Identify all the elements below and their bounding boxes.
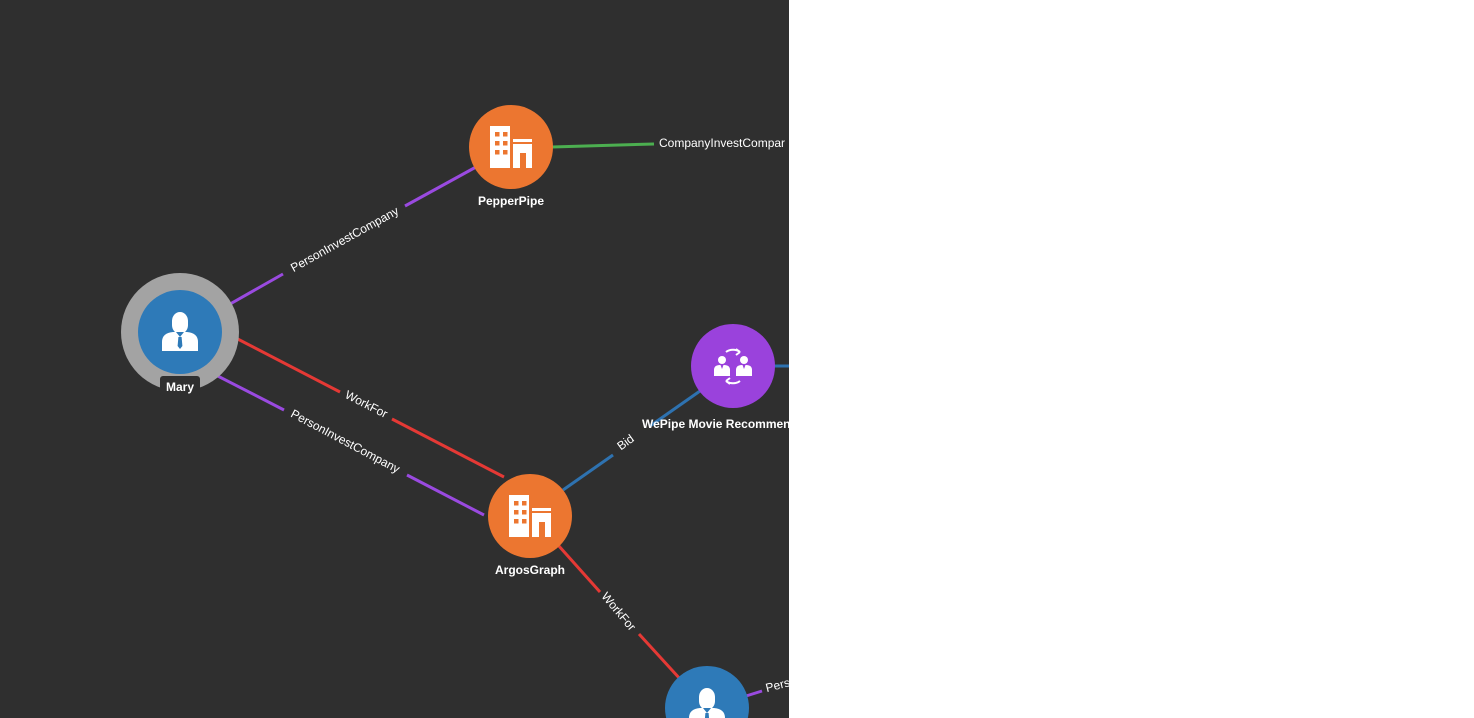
edge-line[interactable] (406, 473, 485, 517)
node-wepipe[interactable]: WePipe Movie Recommen (642, 324, 789, 431)
node-label: ArgosGraph (495, 563, 565, 577)
label-background (160, 376, 200, 396)
edge-argosgraph-person-bottom[interactable]: WorkFor (556, 544, 683, 682)
edge-label: WorkFor (343, 388, 390, 421)
edge-label: Bid (614, 432, 636, 454)
edge-line[interactable] (207, 369, 285, 412)
edge-mary-pepperpipe[interactable]: PersonInvestCompany (215, 165, 477, 314)
node-label: PepperPipe (478, 194, 544, 208)
edge-line[interactable] (556, 544, 602, 593)
node-label: Mary (166, 380, 194, 394)
node-circle[interactable] (691, 324, 775, 408)
edge-line[interactable] (404, 165, 477, 208)
graph-canvas[interactable]: PersonInvestCompany WorkFor PersonInvest… (0, 0, 789, 718)
edge-line[interactable] (391, 417, 505, 479)
edge-line[interactable] (227, 332, 341, 394)
node-circle[interactable] (469, 105, 553, 189)
node-argosgraph[interactable]: ArgosGraph (488, 474, 572, 577)
edge-pepperpipe-offscreen[interactable]: CompanyInvestCompar (551, 136, 785, 150)
graph-svg[interactable]: PersonInvestCompany WorkFor PersonInvest… (0, 0, 789, 718)
node-label: WePipe Movie Recommen (642, 417, 789, 431)
team-exchange-icon (714, 348, 752, 385)
node-circle[interactable] (488, 474, 572, 558)
edge-label: CompanyInvestCompar (659, 136, 785, 150)
node-person-bottom[interactable] (665, 666, 749, 718)
edge-line[interactable] (551, 142, 655, 149)
node-pepperpipe[interactable]: PepperPipe (469, 105, 553, 208)
blank-panel (789, 0, 1474, 718)
edge-line[interactable] (637, 632, 683, 682)
edge-person-bottom-offscreen[interactable]: Pers (745, 675, 789, 698)
edge-label: Pers (764, 675, 789, 695)
edge-line[interactable] (649, 389, 701, 428)
edge-label: WorkFor (599, 589, 639, 633)
edge-label: PersonInvestCompany (288, 204, 401, 275)
edge-line[interactable] (745, 689, 763, 698)
node-mary[interactable]: Mary (121, 273, 239, 396)
edge-line[interactable] (562, 453, 614, 492)
edge-argosgraph-wepipe[interactable]: Bid (562, 389, 701, 492)
